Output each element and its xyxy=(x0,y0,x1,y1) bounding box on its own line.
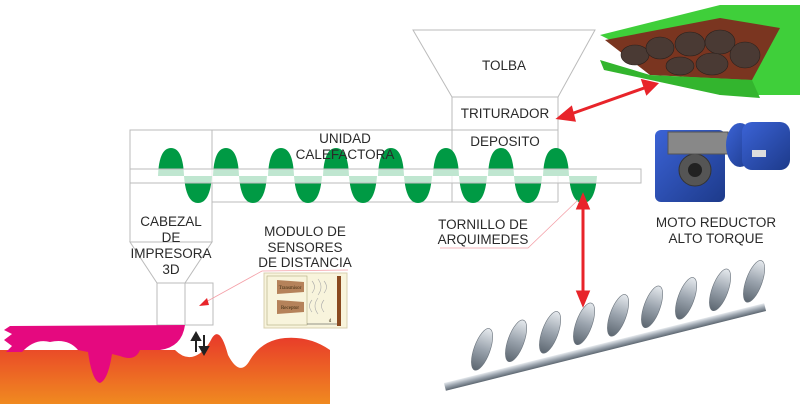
label-deposito: DEPOSITO xyxy=(470,134,540,149)
auger-flight xyxy=(743,260,765,303)
label-moto-2: ALTO TORQUE xyxy=(668,231,763,246)
label-cabezal-4: 3D xyxy=(162,262,180,277)
label-modulo-1: MODULO DE xyxy=(264,224,346,239)
label-modulo-2: SENSORES xyxy=(267,240,342,255)
label-cabezal-1: CABEZAL xyxy=(140,214,202,229)
auger-flight xyxy=(539,311,561,354)
auger-flight xyxy=(709,268,731,312)
auger-flight xyxy=(471,328,493,371)
label-cabezal-3: IMPRESORA xyxy=(130,246,211,261)
label-triturador: TRITURADOR xyxy=(461,106,550,121)
svg-text:Transmisor: Transmisor xyxy=(279,286,302,291)
label-tolba: TOLBA xyxy=(482,58,526,73)
label-cabezal-2: DE xyxy=(162,230,181,245)
sensor-module-image: Transmisor Receptor d xyxy=(263,272,348,329)
print-bed xyxy=(0,334,330,404)
auger-flight xyxy=(675,277,697,320)
nozzle xyxy=(156,282,186,326)
extruded-material xyxy=(4,325,185,383)
leader-sensor xyxy=(203,269,349,304)
leader-sensor-arrowhead xyxy=(199,298,209,306)
screw-shaft xyxy=(129,168,642,184)
shredder-photo xyxy=(600,5,800,98)
motor-reducer-photo xyxy=(655,122,790,202)
auger-flight xyxy=(641,285,663,329)
label-unidad: UNIDAD xyxy=(319,131,371,146)
svg-text:d: d xyxy=(329,319,332,324)
arrow-shredder xyxy=(567,85,648,117)
up-down-arrows-icon xyxy=(190,330,210,357)
auger-flight xyxy=(607,294,629,337)
auger-flight xyxy=(505,319,527,363)
auger-photo xyxy=(443,260,767,391)
label-moto-1: MOTO REDUCTOR xyxy=(656,215,777,230)
label-modulo-3: DE DISTANCIA xyxy=(258,255,352,270)
label-tornillo-2: ARQUIMEDES xyxy=(438,232,529,247)
distance-sensor-box xyxy=(184,282,214,326)
label-calefactora: CALEFACTORA xyxy=(296,147,395,162)
svg-text:Receptor: Receptor xyxy=(281,306,299,311)
label-tornillo-1: TORNILLO DE xyxy=(438,217,528,232)
leader-tornillo xyxy=(440,199,579,249)
auger-flight xyxy=(573,302,595,346)
